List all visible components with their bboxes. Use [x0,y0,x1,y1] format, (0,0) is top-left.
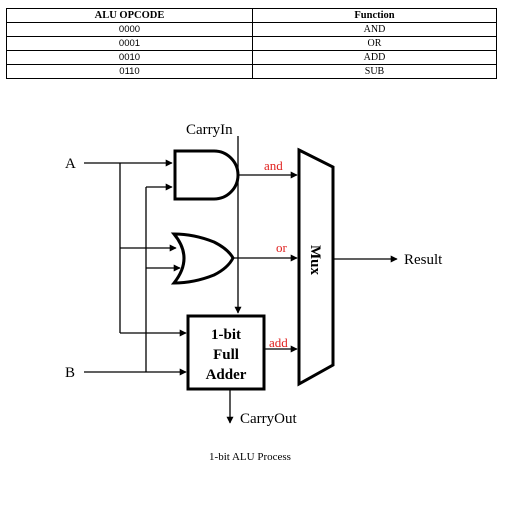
or-gate [170,232,235,285]
opcode-table: ALU OPCODE Function 0000 AND 0001 OR 001… [6,8,497,79]
carry-out-label: CarryOut [240,411,297,427]
mux-shape [297,147,335,387]
function-cell: SUB [252,64,497,79]
and-wire-label: and [264,158,283,173]
input-a-label: A [65,156,76,172]
table-header-row: ALU OPCODE Function [6,8,497,23]
table-row: 0110 SUB [6,64,497,79]
result-label: Result [404,252,443,268]
input-b-label: B [65,365,75,381]
adder-line-2: Full [213,347,239,363]
full-adder-box [186,314,266,391]
carry-in-label: CarryIn [186,122,233,138]
adder-line-1: 1-bit [211,327,241,343]
mux-label: Mux [307,245,323,276]
table-row: 0010 ADD [6,50,497,65]
and-gate [173,149,240,201]
or-wire-label: or [276,240,288,255]
table-row: 0000 AND [6,22,497,37]
figure-caption: 1-bit ALU Process [209,451,291,463]
adder-line-3: Adder [206,367,247,383]
add-wire-label: add [269,335,288,350]
